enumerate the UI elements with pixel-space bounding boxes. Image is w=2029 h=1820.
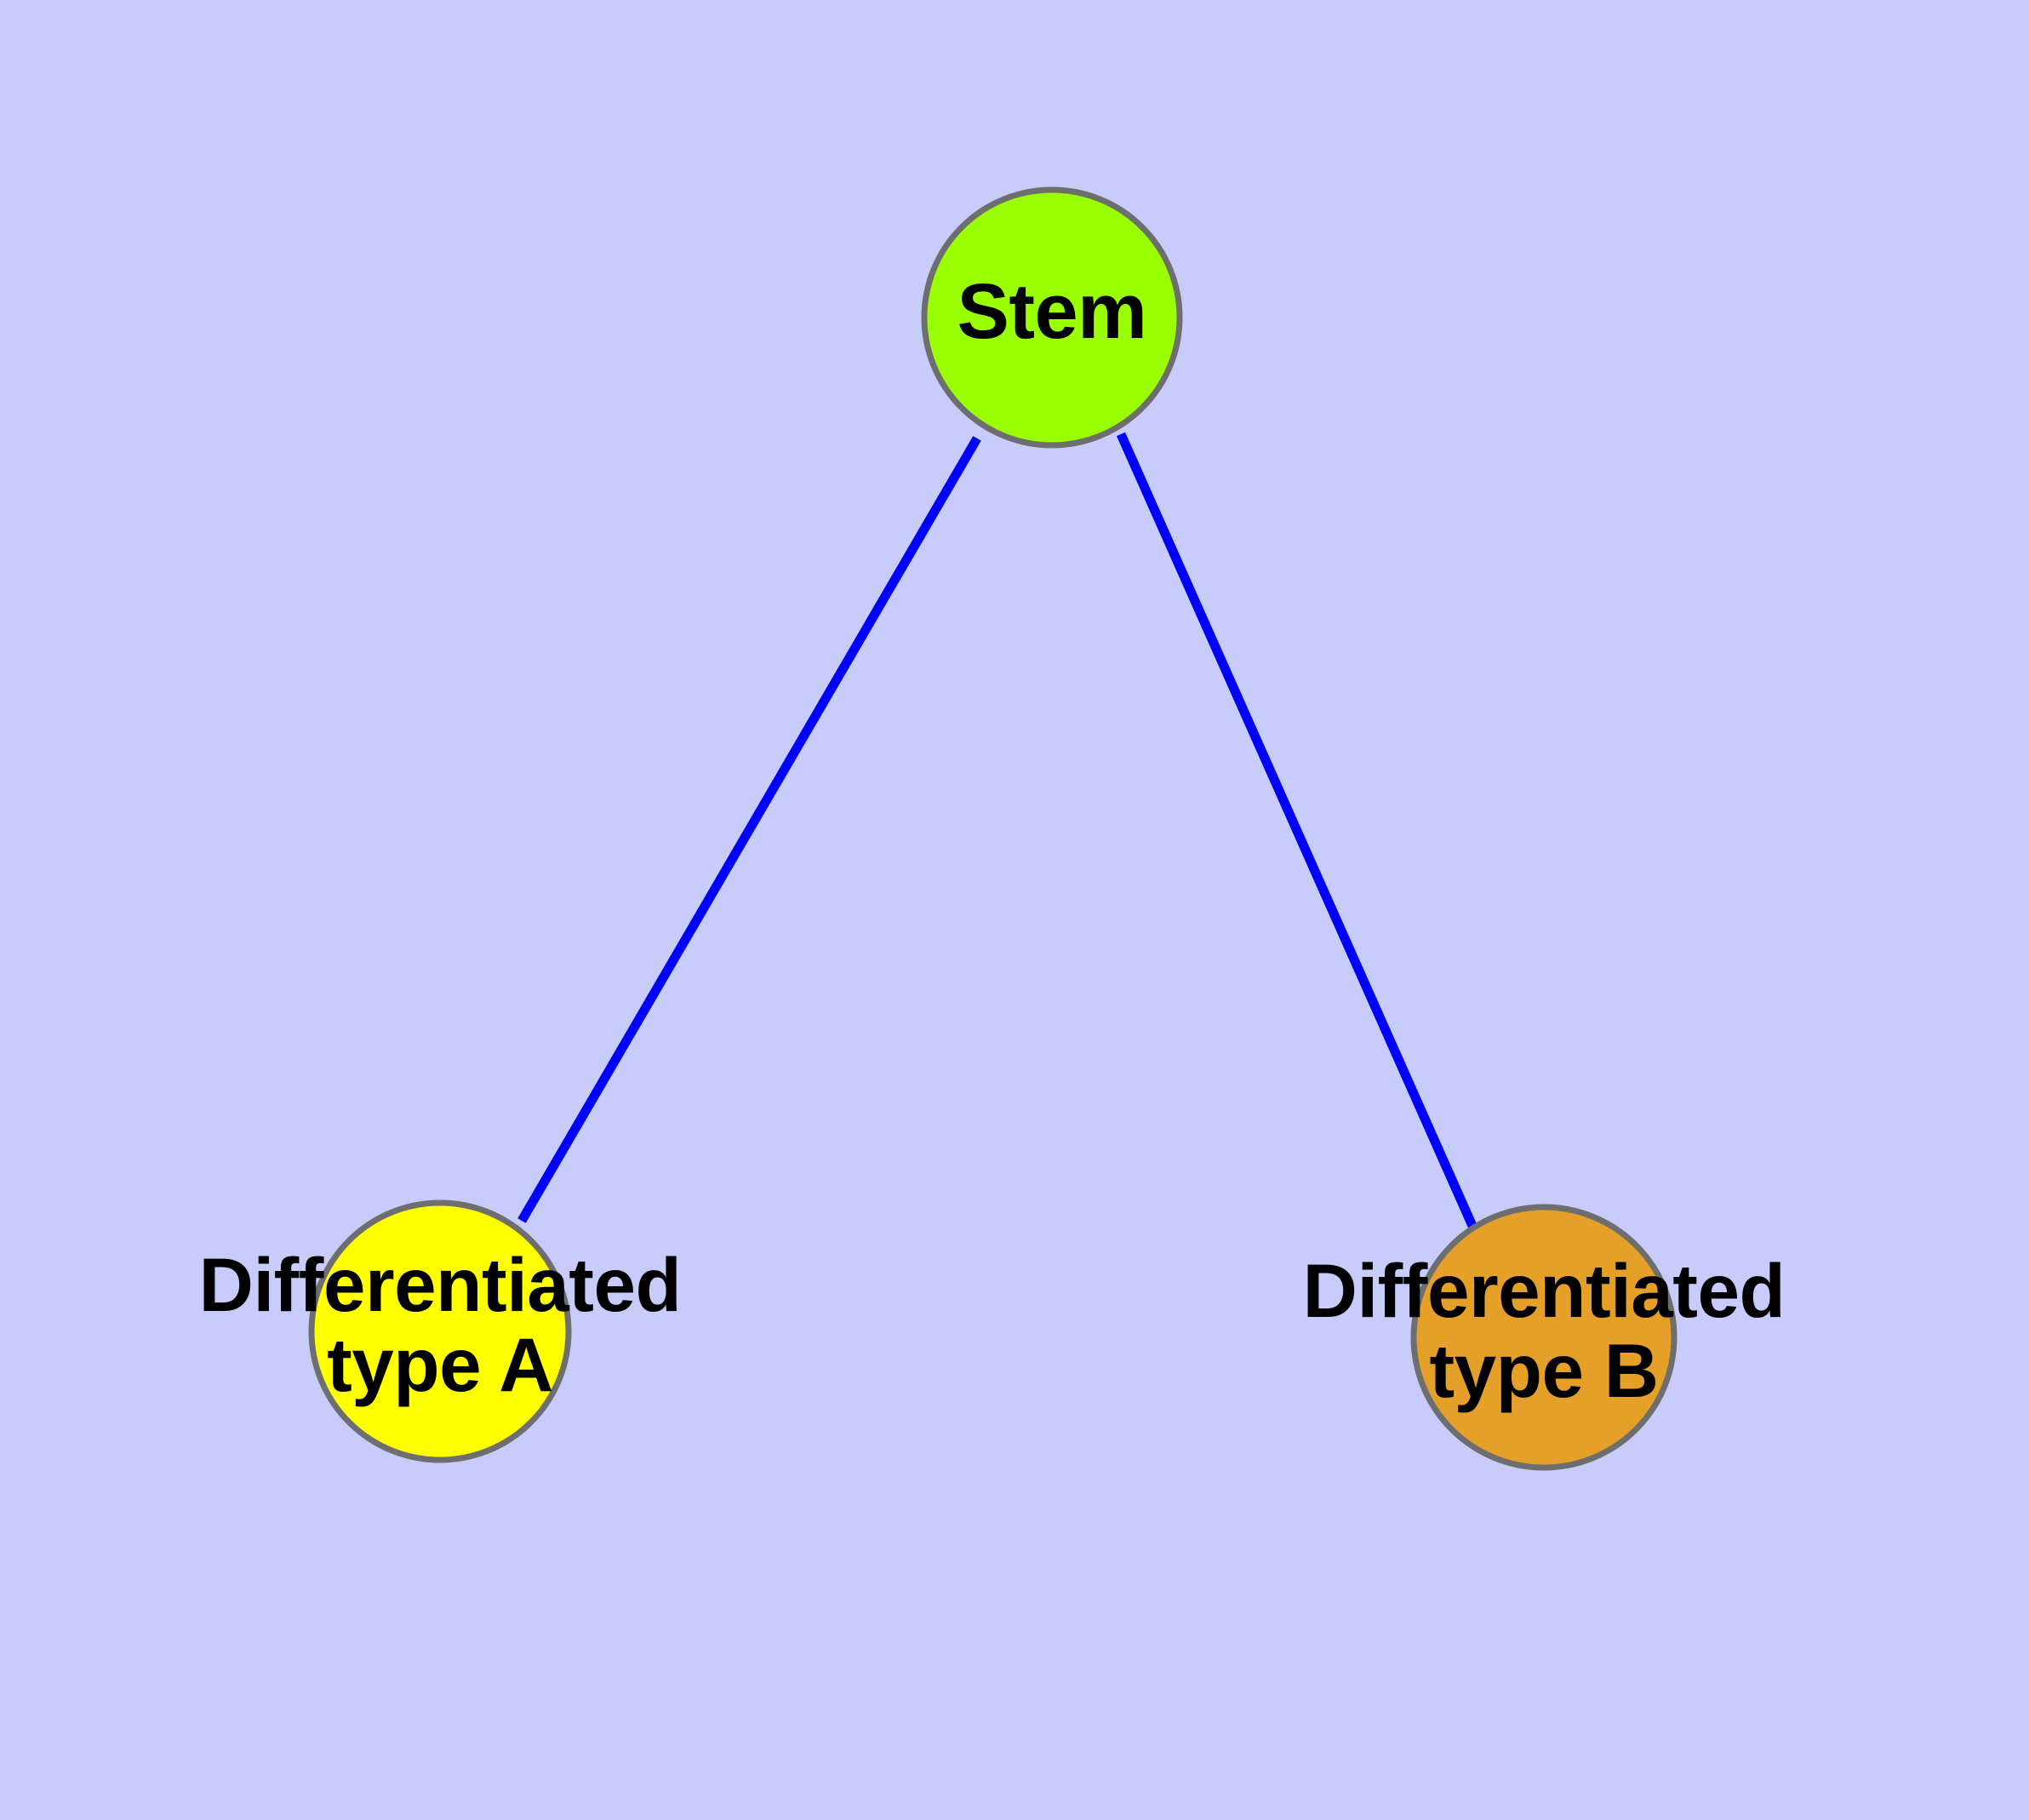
edge-group (517, 432, 1477, 1228)
edge-stem-to-differentiated-a (517, 436, 981, 1223)
node-group (308, 186, 1677, 1471)
node-stem-circle[interactable] (921, 186, 1183, 449)
node-differentiated-type-b-circle[interactable] (1410, 1204, 1677, 1471)
node-differentiated-type-a-circle[interactable] (308, 1199, 572, 1463)
edge-stem-to-differentiated-b (1116, 432, 1477, 1228)
